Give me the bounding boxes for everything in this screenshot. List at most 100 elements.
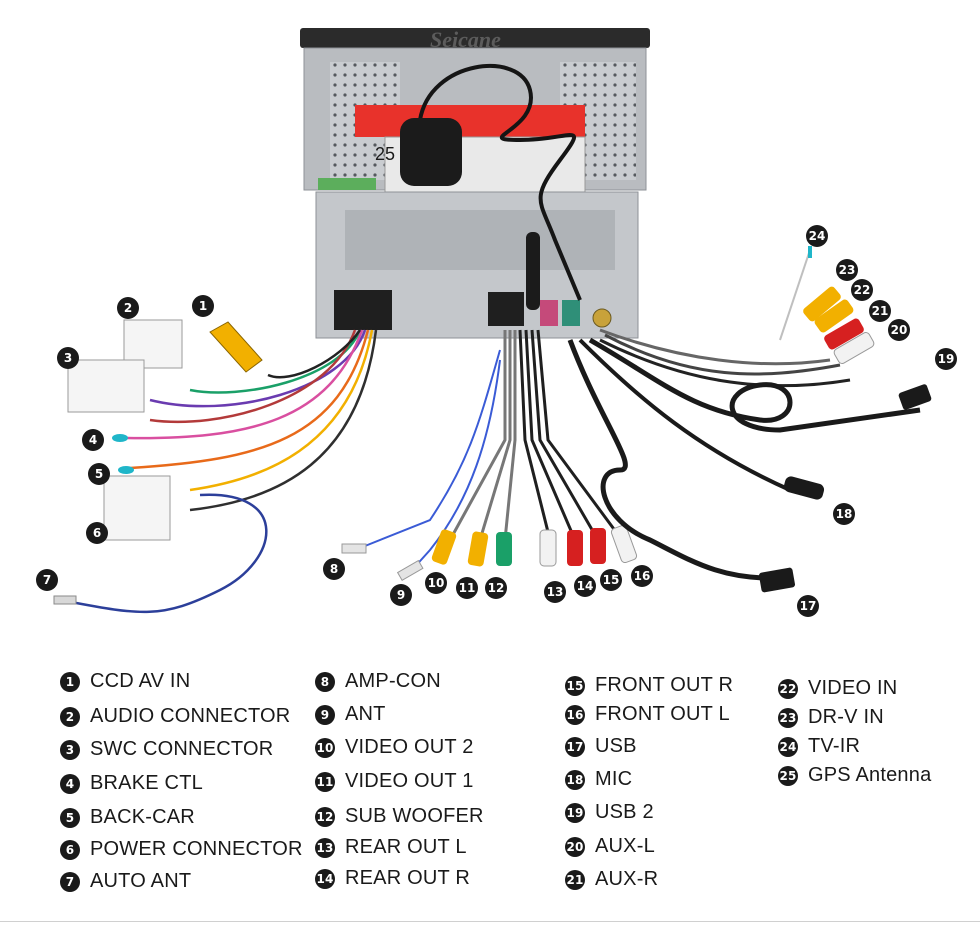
green-terminal (318, 178, 376, 190)
marker-21: 21 (869, 300, 891, 322)
legend-item-12: 12 SUB WOOFER (315, 805, 484, 828)
rf-socket-pink (540, 300, 558, 326)
marker-2: 2 (117, 297, 139, 319)
bottom-divider (0, 921, 980, 922)
legend-label: CCD AV IN (90, 670, 191, 692)
legend-label: VIDEO IN (808, 677, 898, 699)
gps-antenna (400, 64, 582, 310)
legend-badge: 25 (778, 765, 798, 786)
svg-text:2: 2 (124, 301, 132, 315)
legend-badge: 10 (315, 737, 335, 758)
legend-badge: 12 (315, 806, 335, 827)
left-harness (59, 329, 378, 614)
mic-jack (783, 476, 825, 500)
marker-24: 24 (806, 225, 828, 247)
svg-text:16: 16 (634, 569, 651, 583)
legend-badge: 1 (60, 671, 80, 692)
legend-badge: 14 (315, 868, 335, 889)
svg-text:20: 20 (891, 323, 908, 337)
legend-item-1: 1 CCD AV IN (60, 670, 190, 693)
svg-text:7: 7 (43, 573, 51, 587)
svg-text:3: 3 (64, 351, 72, 365)
legend-badge: 24 (778, 736, 798, 757)
marker-14: 14 (574, 575, 596, 597)
rca-rear-out-r (567, 530, 583, 566)
rca-video-out-1 (467, 531, 489, 567)
legend-label: GPS Antenna (808, 764, 932, 786)
legend-label: REAR OUT R (345, 867, 470, 889)
legend-item-25: 25 GPS Antenna (778, 764, 931, 787)
gps-socket (592, 308, 612, 328)
marker-13: 13 (544, 581, 566, 603)
tv-ir-sensor (808, 246, 812, 258)
rca-aux-l (833, 332, 875, 364)
auto-ant-terminal (53, 595, 77, 605)
svg-text:21: 21 (872, 304, 889, 318)
legend-badge: 9 (315, 704, 335, 725)
marker-10: 10 (425, 572, 447, 594)
legend-badge: 2 (60, 706, 80, 727)
legend-label: SUB WOOFER (345, 805, 484, 827)
legend-badge: 23 (778, 707, 798, 728)
svg-text:11: 11 (459, 581, 476, 595)
marker-22: 22 (851, 279, 873, 301)
legend-label: AUTO ANT (90, 870, 192, 892)
rca-front-out-r (590, 528, 606, 564)
marker-23: 23 (836, 259, 858, 281)
marker-8: 8 (323, 558, 345, 580)
svg-text:25: 25 (375, 144, 395, 164)
legend-label: USB (595, 735, 637, 757)
marker-7: 7 (36, 569, 58, 591)
svg-text:13: 13 (547, 585, 564, 599)
rca-video-in (814, 299, 854, 333)
wifi-antenna (526, 232, 540, 310)
rf-socket-green (562, 300, 580, 326)
marker-3: 3 (57, 347, 79, 369)
legend-label: VIDEO OUT 1 (345, 770, 474, 792)
marker-16: 16 (631, 565, 653, 587)
marker-25: 25 (375, 144, 395, 164)
svg-text:12: 12 (488, 581, 505, 595)
legend-badge: 4 (60, 773, 80, 794)
legend-label: POWER CONNECTOR (90, 838, 303, 860)
gps-cable (418, 64, 582, 301)
marker-11: 11 (456, 577, 478, 599)
usb-plug (758, 567, 796, 593)
amp-con-terminal (341, 543, 367, 554)
power-connector (103, 475, 171, 541)
marker-9: 9 (390, 584, 412, 606)
svg-text:23: 23 (839, 263, 856, 277)
legend-label: ANT (345, 703, 386, 725)
legend-badge: 16 (565, 704, 585, 725)
legend-label: BRAKE CTL (90, 772, 203, 794)
left-connectors (53, 319, 263, 605)
center-rca-plugs (341, 524, 638, 582)
svg-text:15: 15 (603, 573, 620, 587)
rca-video-out-2 (431, 529, 457, 565)
legend-badge: 5 (60, 807, 80, 828)
swc-connector (67, 359, 145, 413)
legend-badge: 7 (60, 871, 80, 892)
legend-label: VIDEO OUT 2 (345, 736, 474, 758)
legend-label: REAR OUT L (345, 836, 467, 858)
legend-label: AUX-L (595, 835, 655, 857)
warning-label (355, 105, 585, 137)
center-rca-bundle (359, 329, 624, 571)
back-car-wire-end (118, 466, 134, 474)
legend-badge: 13 (315, 837, 335, 858)
rca-aux-r (824, 318, 864, 350)
marker-4: 4 (82, 429, 104, 451)
power-socket (334, 290, 392, 330)
rca-rear-out-l (539, 529, 557, 567)
legend-item-13: 13 REAR OUT L (315, 836, 467, 859)
